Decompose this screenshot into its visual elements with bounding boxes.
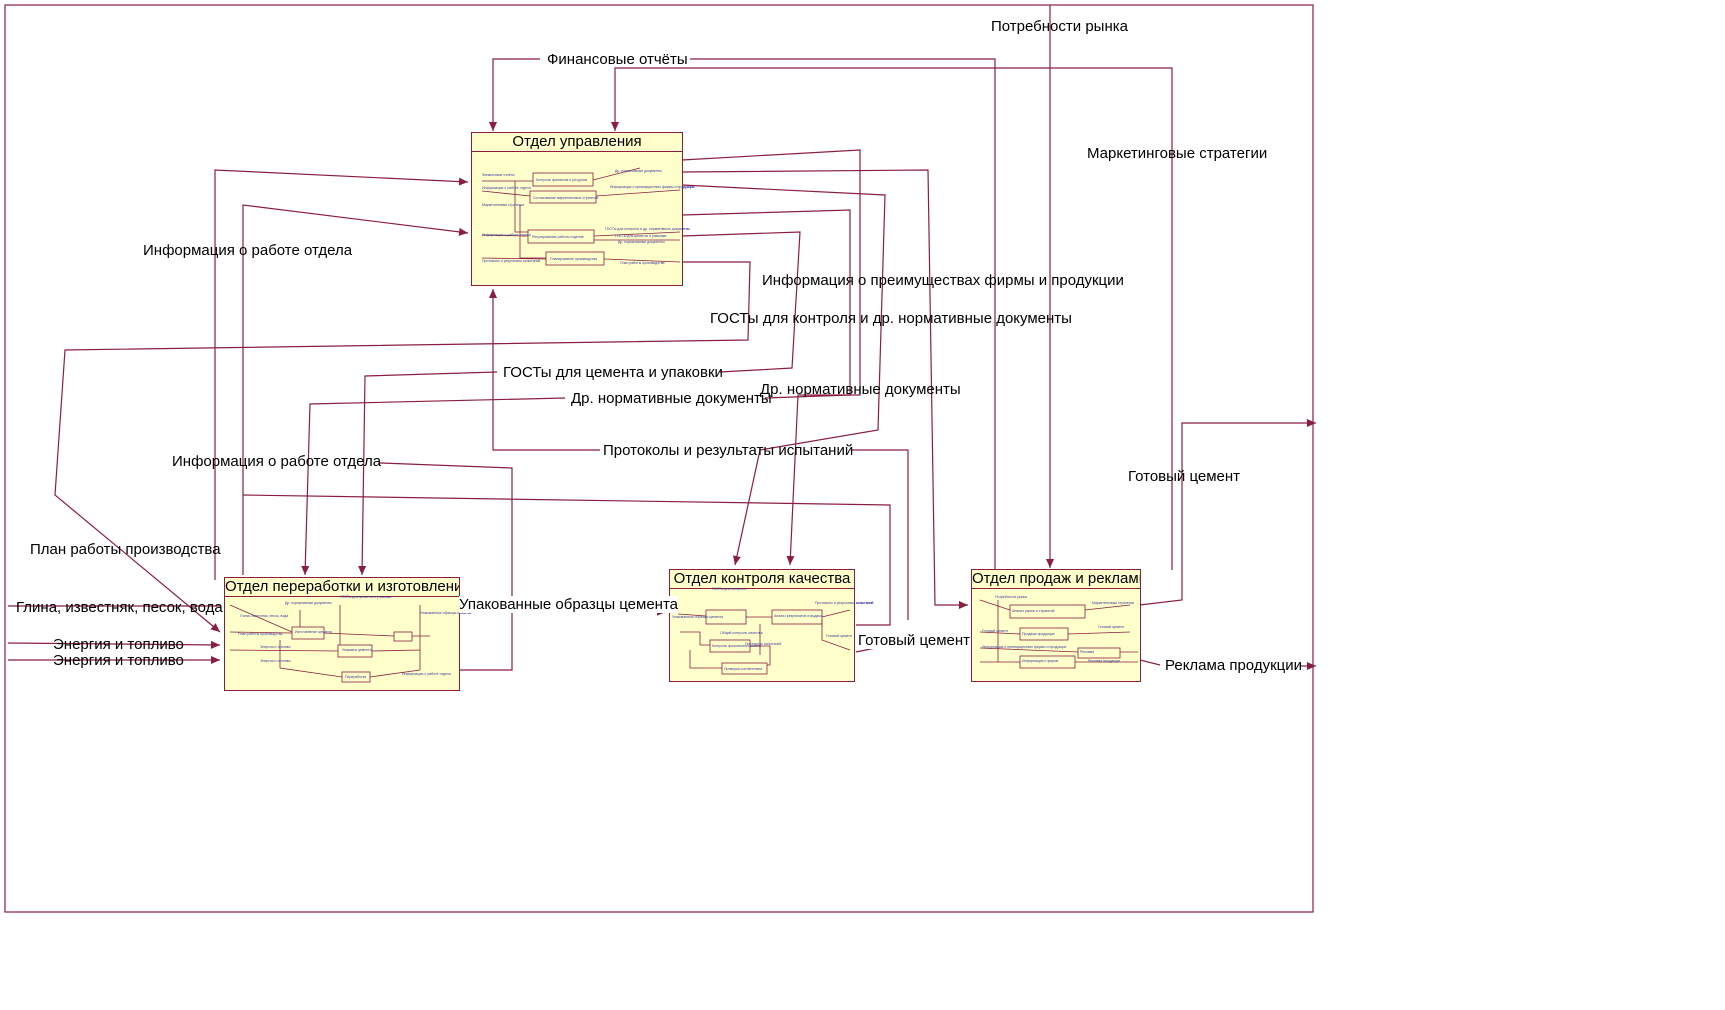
- box-sales-title: Отдел продаж и рекламы: [972, 570, 1140, 589]
- label-test-protocols: Протоколы и результаты испытаний: [603, 442, 854, 459]
- arrow-dept-info-3: [242, 494, 891, 626]
- label-finished-cement-top: Готовый цемент: [1128, 468, 1241, 485]
- arrow-financial-reports-src: [690, 58, 996, 570]
- arrow-other-docs-left: [301, 397, 566, 576]
- arrow-gost-cement-src: [681, 231, 801, 373]
- label-raw-materials: Глина, известняк, песок, вода: [16, 599, 223, 616]
- arrow-gost-control: [681, 149, 861, 566]
- box-processing[interactable]: Отдел переработки и изготовления: [224, 577, 460, 691]
- label-marketing-strategies: Маркетинговые стратегии: [1087, 145, 1268, 162]
- arrow-advantages-info: [681, 184, 886, 566]
- box-sales[interactable]: Отдел продаж и рекламы: [971, 569, 1141, 682]
- arrow-marketing-strategies: [611, 67, 1173, 570]
- box-processing-title: Отдел переработки и изготовления: [225, 578, 459, 597]
- arrow-dept-info-1: [214, 169, 469, 580]
- label-other-docs-left: Др. нормативные документы: [571, 390, 772, 407]
- label-advantages-info: Информация о преимуществах фирмы и проду…: [762, 272, 1124, 289]
- label-other-docs-right: Др. нормативные документы: [760, 381, 961, 398]
- arrow-dept-info-2: [242, 204, 469, 575]
- label-market-needs: Потребности рынка: [991, 18, 1128, 35]
- arrow-financial-reports: [489, 58, 540, 131]
- box-management-title: Отдел управления: [472, 133, 682, 152]
- label-energy-2: Энергия и топливо: [53, 652, 184, 669]
- arrow-test-protocols: [852, 449, 909, 620]
- arrow-test-protocols-2: [489, 289, 600, 451]
- arrow-production-plan: [54, 261, 751, 633]
- arrow-product-ads: [1139, 659, 1161, 666]
- label-production-plan: План работы производства: [30, 541, 221, 558]
- arrow-advantages-sales: [681, 169, 968, 609]
- box-quality-title: Отдел контроля качества: [670, 570, 854, 589]
- diagram-frame: [4, 4, 1314, 913]
- arrow-gost-cement: [358, 371, 498, 576]
- label-dept-work-info-2: Информация о работе отдела: [172, 453, 382, 470]
- label-gost-control: ГОСТы для контроля и др. нормативные док…: [710, 310, 1072, 327]
- arrow-other-docs-right: [681, 209, 851, 399]
- label-dept-work-info-1: Информация о работе отдела: [143, 242, 353, 259]
- box-management[interactable]: Отдел управления: [471, 132, 683, 286]
- label-gost-cement: ГОСТы для цемента и упаковки: [503, 364, 723, 381]
- label-packed-samples: Упакованные образцы цемента: [459, 596, 679, 613]
- arrow-dept-info-4: [379, 462, 513, 671]
- label-energy-1: Энергия и топливо: [53, 636, 184, 653]
- label-financial-reports: Финансовые отчёты: [547, 51, 688, 68]
- label-product-ads: Реклама продукции: [1165, 657, 1302, 674]
- arrow-finished-cement-out: [1139, 419, 1316, 606]
- arrow-energy-1: [7, 640, 221, 649]
- label-finished-cement-mid: Готовый цемент: [858, 632, 971, 649]
- box-quality[interactable]: Отдел контроля качества: [669, 569, 855, 682]
